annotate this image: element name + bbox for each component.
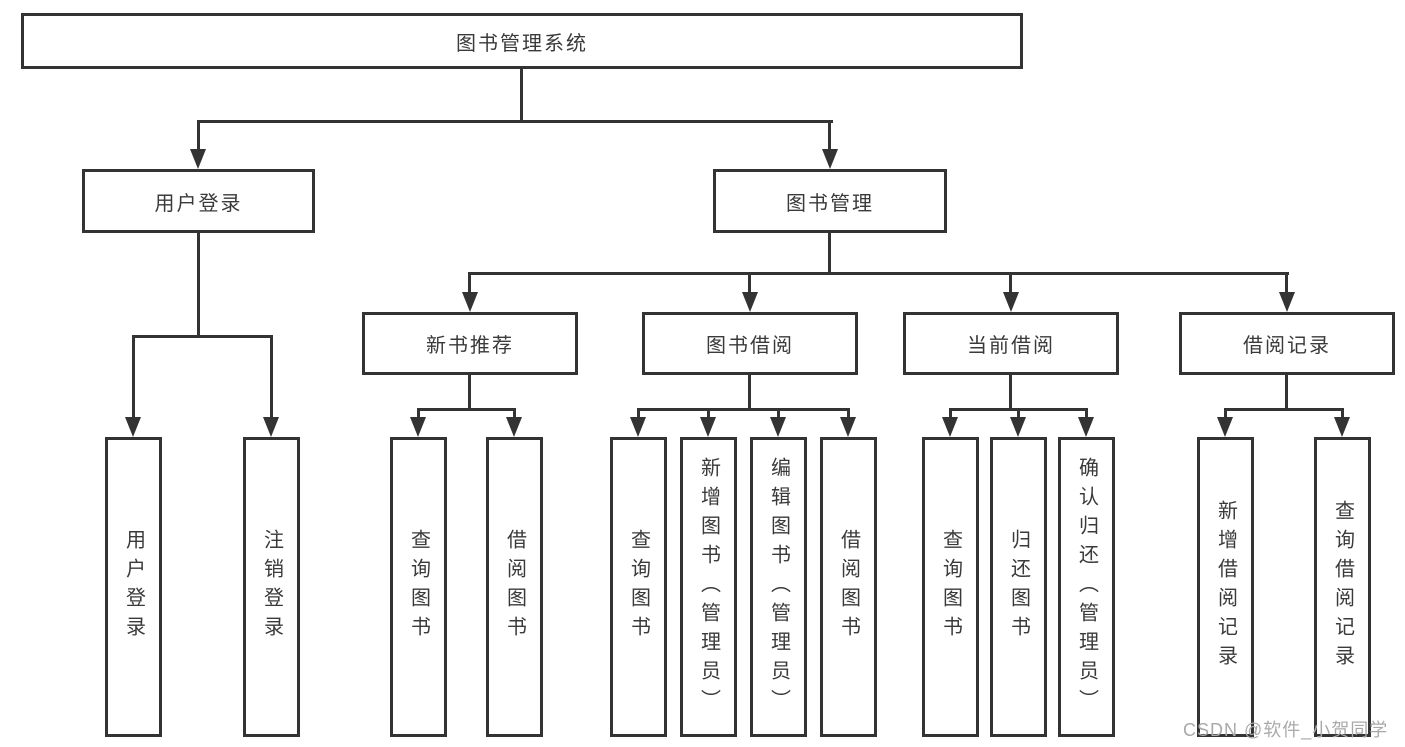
connector-leaf [513, 408, 516, 419]
connector-leaf [1017, 408, 1020, 419]
connector-to-leaf-logout [270, 335, 273, 417]
arrowhead-to-new-book [462, 292, 478, 312]
arrowhead-to-current [1003, 292, 1019, 312]
arrowhead-leaf [1217, 417, 1233, 437]
leaf-records-add-record: 新增借阅记录 [1197, 437, 1254, 737]
leaf-borrowing-query-books-label: 查询图书 [627, 529, 650, 645]
node-book-borrowing: 图书借阅 [642, 312, 858, 375]
connector-records-stub [1285, 375, 1288, 408]
arrowhead-to-leaf-login [125, 417, 141, 437]
connector-leaf [417, 408, 420, 419]
leaf-current-query-books: 查询图书 [922, 437, 979, 737]
connector-to-leaf-login [132, 335, 135, 417]
connector-to-new-book [468, 272, 471, 292]
arrowhead-leaf [1010, 417, 1026, 437]
connector-new-book-distributor [417, 408, 516, 411]
node-new-book-recommend: 新书推荐 [362, 312, 578, 375]
node-root-system-label: 图书管理系统 [456, 32, 588, 55]
leaf-newbook-query-books: 查询图书 [390, 437, 447, 737]
connector-current-stub [1009, 375, 1012, 408]
leaf-borrowing-add-books-admin-label: 新增图书（管理员） [697, 456, 720, 718]
node-current-borrowing-label: 当前借阅 [967, 335, 1055, 357]
connector-to-book-mgmt [828, 120, 831, 150]
arrowhead-leaf [942, 417, 958, 437]
connector-leaf [1341, 408, 1344, 419]
leaf-user-login: 用户登录 [105, 437, 162, 737]
connector-leaf [847, 408, 850, 419]
leaf-borrowing-borrow-books: 借阅图书 [820, 437, 877, 737]
leaf-borrowing-add-books-admin: 新增图书（管理员） [680, 437, 737, 737]
arrowhead-leaf [1334, 417, 1350, 437]
connector-leaf [777, 408, 780, 419]
leaf-borrowing-borrow-books-label: 借阅图书 [837, 529, 860, 645]
node-borrowing-records-label: 借阅记录 [1243, 335, 1331, 357]
leaf-current-return-books-label: 归还图书 [1007, 529, 1030, 645]
connector-borrowing-stub [748, 375, 751, 408]
arrowhead-to-leaf-logout [263, 417, 279, 437]
arrowhead-leaf [410, 417, 426, 437]
leaf-current-return-books: 归还图书 [990, 437, 1047, 737]
connector-leaf [637, 408, 640, 419]
node-root-system: 图书管理系统 [21, 13, 1023, 69]
leaf-records-query-record: 查询借阅记录 [1314, 437, 1371, 737]
leaf-newbook-borrow-books-label: 借阅图书 [503, 529, 526, 645]
node-book-management-label: 图书管理 [786, 192, 874, 215]
arrowhead-to-borrowing [742, 292, 758, 312]
connector-user-login-distributor [132, 335, 273, 338]
arrowhead-to-records [1279, 292, 1295, 312]
connector-to-user-login [197, 120, 200, 150]
leaf-logout-label: 注销登录 [260, 529, 283, 645]
connector-user-login-stub [197, 233, 200, 335]
arrowhead-leaf [840, 417, 856, 437]
connector-leaf [1224, 408, 1227, 419]
leaf-current-query-books-label: 查询图书 [939, 529, 962, 645]
leaf-newbook-borrow-books: 借阅图书 [486, 437, 543, 737]
arrowhead-to-user-login [190, 149, 206, 169]
arrowhead-leaf [630, 417, 646, 437]
connector-to-current [1009, 272, 1012, 292]
connector-leaf [949, 408, 952, 419]
connector-root-distributor [197, 120, 833, 123]
leaf-records-query-record-label: 查询借阅记录 [1331, 500, 1354, 674]
leaf-newbook-query-books-label: 查询图书 [407, 529, 430, 645]
leaf-records-add-record-label: 新增借阅记录 [1214, 500, 1237, 674]
leaf-current-confirm-return-admin: 确认归还（管理员） [1058, 437, 1115, 737]
leaf-user-login-label: 用户登录 [122, 529, 145, 645]
leaf-borrowing-query-books: 查询图书 [610, 437, 667, 737]
arrowhead-leaf [506, 417, 522, 437]
csdn-watermark: CSDN @软件_小贺同学 [1183, 720, 1389, 740]
connector-records-distributor [1224, 408, 1344, 411]
node-current-borrowing: 当前借阅 [903, 312, 1119, 375]
connector-root-stub [520, 66, 523, 120]
connector-book-mgmt-stub [828, 233, 831, 272]
leaf-borrowing-edit-books-admin: 编辑图书（管理员） [750, 437, 807, 737]
connector-borrowing-distributor [637, 408, 850, 411]
leaf-logout: 注销登录 [243, 437, 300, 737]
arrowhead-leaf [700, 417, 716, 437]
arrowhead-leaf [1078, 417, 1094, 437]
connector-leaf [1085, 408, 1088, 419]
node-book-management: 图书管理 [713, 169, 947, 233]
connector-to-borrowing [748, 272, 751, 292]
node-book-borrowing-label: 图书借阅 [706, 335, 794, 357]
connector-leaf [707, 408, 710, 419]
arrowhead-to-book-mgmt [822, 149, 838, 169]
node-borrowing-records: 借阅记录 [1179, 312, 1395, 375]
connector-to-records [1285, 272, 1288, 292]
node-user-login-label: 用户登录 [154, 192, 243, 215]
leaf-borrowing-edit-books-admin-label: 编辑图书（管理员） [767, 456, 790, 718]
arrowhead-leaf [770, 417, 786, 437]
connector-new-book-stub [468, 375, 471, 408]
node-new-book-recommend-label: 新书推荐 [426, 335, 514, 357]
connector-book-mgmt-distributor [469, 272, 1289, 275]
node-user-login: 用户登录 [82, 169, 315, 233]
leaf-current-confirm-return-admin-label: 确认归还（管理员） [1075, 456, 1098, 718]
